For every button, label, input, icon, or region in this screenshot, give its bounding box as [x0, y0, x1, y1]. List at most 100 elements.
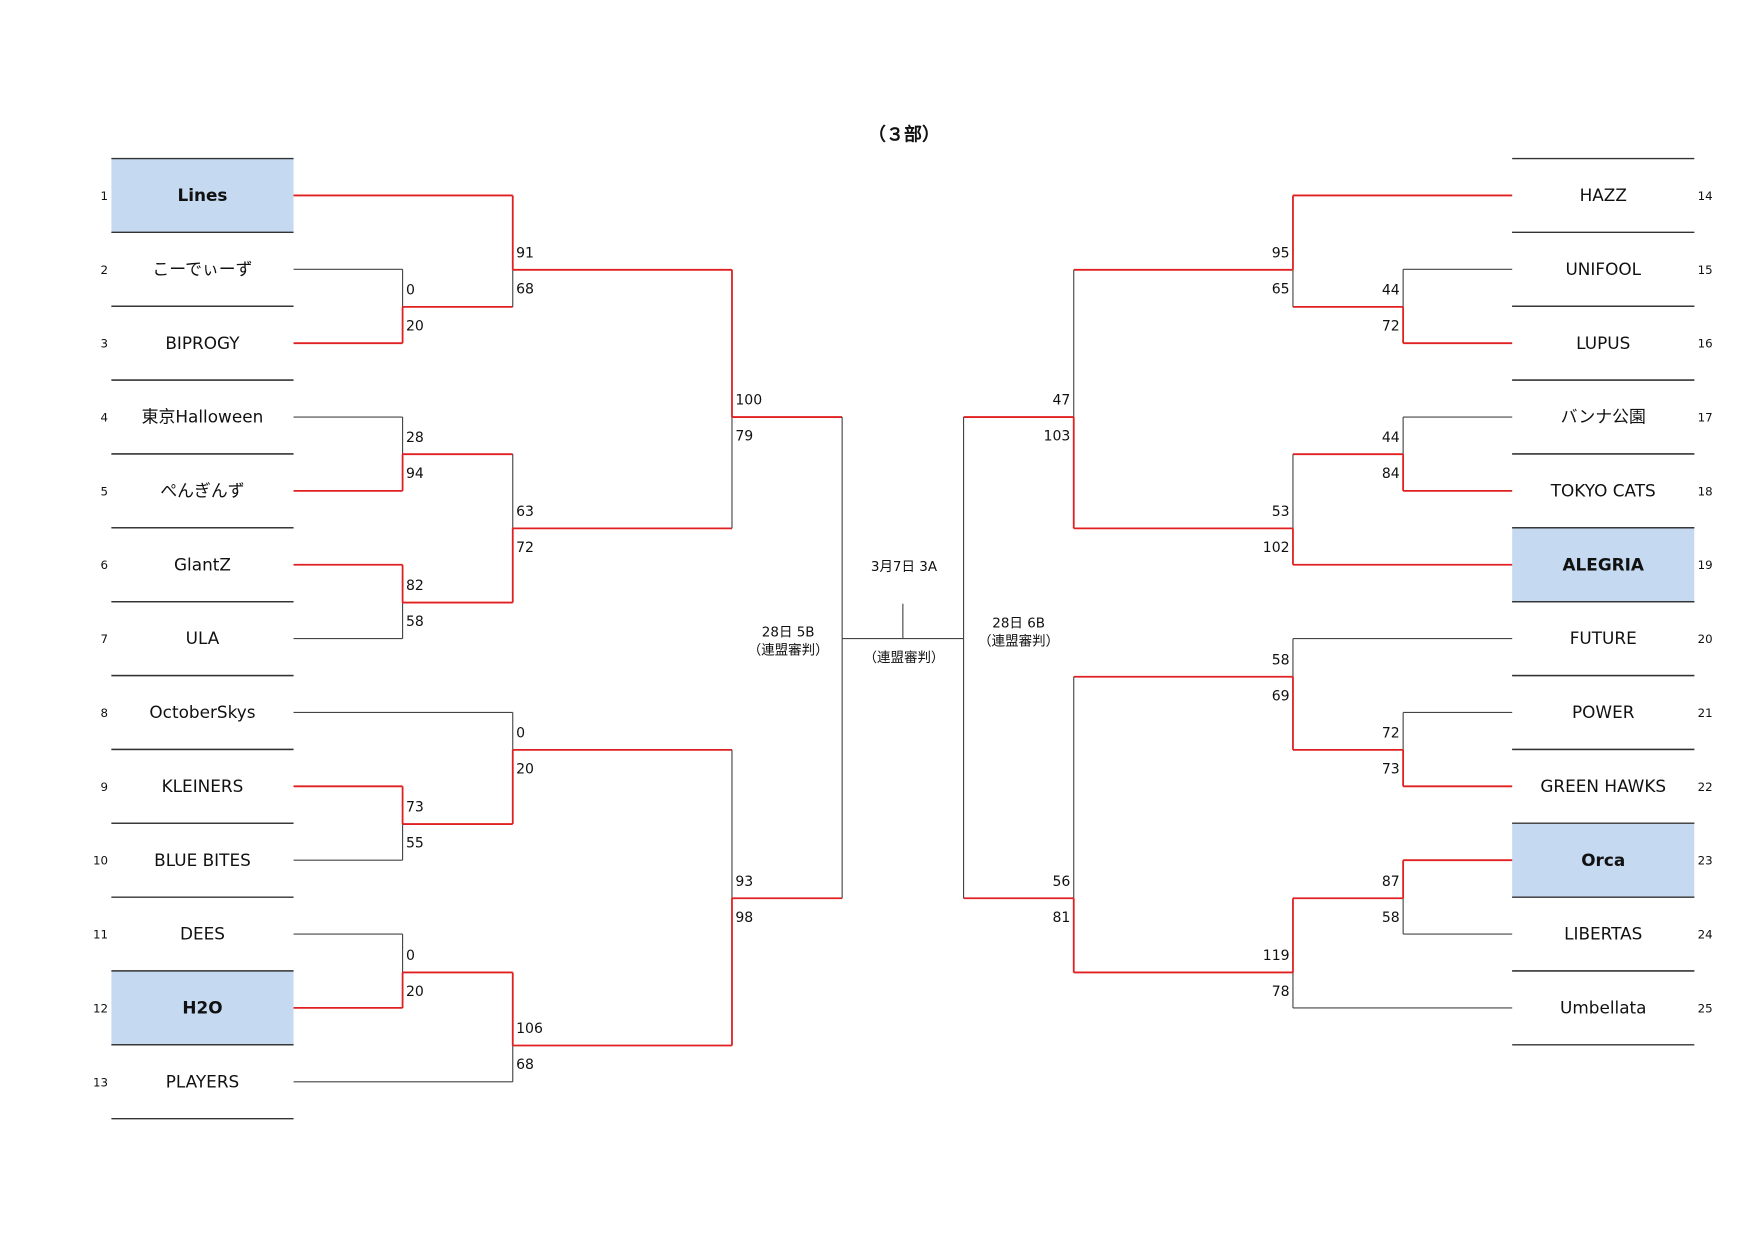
- score-bottom: 102: [1263, 540, 1290, 556]
- team-name: BIPROGY: [165, 333, 240, 353]
- seed-highlight: [1512, 527, 1695, 602]
- team-name: Umbellata: [1560, 998, 1646, 1018]
- team-slot[interactable]: GREEN HAWKS 22: [1512, 748, 1713, 824]
- score-top: 93: [735, 874, 753, 890]
- team-slot[interactable]: Umbellata 25: [1512, 970, 1713, 1046]
- team-slot[interactable]: TOKYO CATS 18: [1512, 453, 1713, 529]
- team-number: 17: [1698, 411, 1713, 425]
- score-bottom: 69: [1272, 688, 1290, 704]
- final-referee-label: （連盟審判）: [864, 650, 945, 666]
- score-bottom: 55: [406, 836, 424, 852]
- team-number: 14: [1698, 189, 1713, 203]
- score-top: 73: [406, 800, 424, 816]
- team-name: OctoberSkys: [149, 702, 255, 722]
- seed-highlight: [111, 158, 294, 233]
- bracket-title: （３部）: [868, 124, 940, 146]
- score-top: 47: [1052, 393, 1070, 409]
- team-number: 4: [101, 411, 109, 425]
- team-name: POWER: [1572, 702, 1635, 722]
- team-name: UNIFOOL: [1565, 259, 1641, 279]
- team-number: 19: [1698, 558, 1713, 572]
- seed-highlight: [111, 970, 294, 1045]
- team-name: Orca: [1581, 850, 1625, 870]
- score-bottom: 20: [406, 984, 424, 1000]
- score-bottom: 79: [735, 429, 753, 445]
- semi-left-date-label: 28日 5B: [762, 624, 815, 640]
- team-number: 3: [101, 337, 109, 351]
- team-number: 21: [1698, 706, 1713, 720]
- team-name: LIBERTAS: [1564, 924, 1642, 944]
- team-name: TOKYO CATS: [1550, 481, 1656, 501]
- team-name: バンナ公園: [1561, 407, 1646, 427]
- team-slot[interactable]: バンナ公園 17: [1512, 379, 1713, 455]
- score-bottom: 68: [516, 1057, 534, 1073]
- team-slot[interactable]: POWER 21: [1512, 674, 1713, 751]
- score-top: 53: [1272, 504, 1290, 520]
- team-number: 25: [1698, 1001, 1713, 1015]
- score-bottom: 78: [1272, 984, 1290, 1000]
- team-number: 2: [101, 263, 109, 277]
- team-name: ULA: [186, 628, 220, 648]
- score-bottom: 20: [406, 319, 424, 335]
- team-slot[interactable]: こーでぃーず 2: [101, 231, 294, 307]
- score-top: 44: [1382, 283, 1400, 299]
- score-top: 28: [406, 430, 424, 446]
- semi-right-referee-label: （連盟審判）: [978, 633, 1059, 649]
- team-number: 24: [1698, 928, 1713, 942]
- team-number: 6: [101, 558, 109, 572]
- team-number: 16: [1698, 337, 1713, 351]
- team-slot[interactable]: Orca 23: [1512, 822, 1713, 898]
- team-name: こーでぃーず: [152, 259, 252, 279]
- score-bottom: 65: [1272, 281, 1290, 297]
- score-bottom: 81: [1052, 910, 1070, 926]
- team-slot[interactable]: OctoberSkys 8: [101, 674, 294, 751]
- seed-highlight: [1512, 823, 1695, 898]
- team-name: Lines: [177, 185, 227, 205]
- team-number: 22: [1698, 780, 1713, 794]
- score-bottom: 84: [1382, 466, 1400, 482]
- score-top: 87: [1382, 874, 1400, 890]
- team-slot[interactable]: LIBERTAS 24: [1512, 896, 1713, 972]
- score-top: 106: [516, 1021, 543, 1037]
- score-top: 0: [406, 283, 415, 299]
- score-bottom: 58: [406, 614, 424, 630]
- score-top: 44: [1382, 430, 1400, 446]
- team-slot[interactable]: BIPROGY 3: [101, 305, 294, 381]
- score-bottom: 103: [1044, 429, 1071, 445]
- score-bottom: 98: [735, 910, 753, 926]
- score-bottom: 73: [1382, 761, 1400, 777]
- score-bottom: 58: [1382, 910, 1400, 926]
- team-name: GREEN HAWKS: [1540, 776, 1666, 796]
- score-top: 72: [1382, 725, 1400, 741]
- team-number: 23: [1698, 854, 1713, 868]
- score-bottom: 20: [516, 761, 534, 777]
- score-top: 63: [516, 504, 534, 520]
- score-top: 0: [406, 948, 415, 964]
- team-name: PLAYERS: [166, 1071, 240, 1091]
- score-bottom: 72: [1382, 319, 1400, 335]
- team-number: 5: [101, 484, 109, 498]
- score-top: 56: [1052, 874, 1070, 890]
- score-top: 91: [516, 245, 534, 261]
- team-name: BLUE BITES: [154, 850, 251, 870]
- team-number: 18: [1698, 484, 1713, 498]
- score-bottom: 72: [516, 540, 534, 556]
- team-number: 8: [101, 706, 109, 720]
